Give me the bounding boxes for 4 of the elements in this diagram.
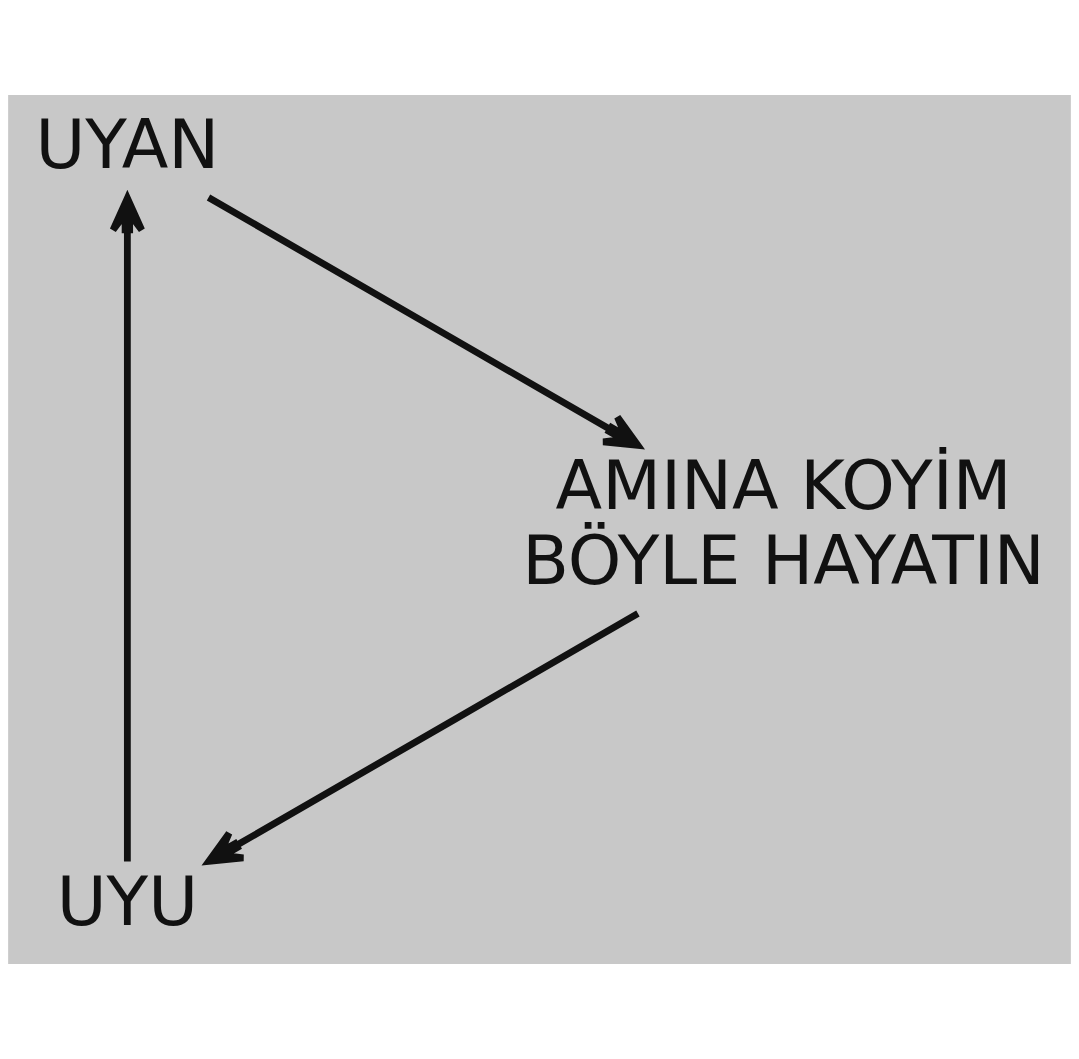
node-text: UYAN — [35, 104, 220, 184]
arrow — [206, 194, 642, 449]
node-text: UYU — [56, 862, 199, 942]
node-text: AMINA KOYİM BÖYLE HAYATIN — [522, 446, 1045, 601]
